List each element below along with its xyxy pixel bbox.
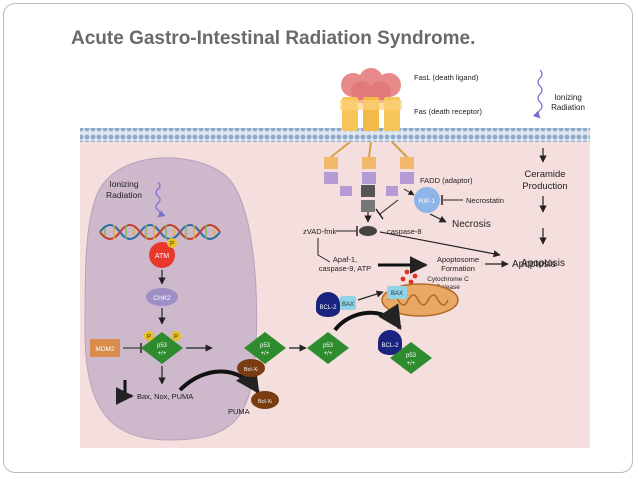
p53-cytoplasm-1-label-1: p53 <box>260 343 271 349</box>
apoptosis-center-label: Apoptosis <box>512 259 556 270</box>
apoptosome-label-2: Formation <box>441 264 475 273</box>
bclxl-lower-label: Bcl-Xₗ <box>258 399 272 405</box>
fas-label: Fas (death receptor) <box>414 107 482 116</box>
mdm2-node <box>90 339 120 357</box>
rip1-node <box>414 187 440 213</box>
p53-nucleus-label-1: p53 <box>157 343 168 349</box>
apoptosome-label-1: Apoptosome <box>437 255 479 264</box>
apoptosis-right-label: Apoptosis <box>521 258 565 269</box>
radiation-wave-right <box>532 69 543 119</box>
fas-receptor <box>340 97 402 131</box>
bcl2-upper <box>316 292 340 317</box>
caspase-8-complex <box>359 185 377 236</box>
fadd-adaptor <box>324 141 414 196</box>
ionizing-left-label-2: Radiation <box>106 190 142 200</box>
ionizing-right-label-1: Ionizing <box>554 93 582 102</box>
p53-cytoplasm-1-label-2: +/+ <box>261 351 270 357</box>
ceramide-label-1: Ceramide <box>524 169 565 180</box>
cell-membrane <box>80 128 590 142</box>
bcl2-lower-label: BCL-2 <box>381 343 399 349</box>
bcl2-lower <box>378 330 402 355</box>
p53-phospho-right-label: P <box>174 335 178 341</box>
p53-cytoplasm-3-label-2: +/+ <box>407 361 416 367</box>
target-genes-label: Bax, Nox, PUMA <box>137 392 193 401</box>
apaf-label-2: caspase-9, ATP <box>319 264 371 273</box>
dna-helix <box>99 224 221 240</box>
apaf-label-1: Apaf-1, <box>333 255 357 264</box>
p53-phospho-right <box>171 331 181 341</box>
necrostatin-label: Necrostatin <box>466 196 504 205</box>
caspase-8-label: caspase-8 <box>387 227 422 236</box>
ionizing-right-label-2: Radiation <box>551 103 585 112</box>
bax-upper <box>340 296 356 310</box>
cytochrome-c-label-1: Cytochrome C <box>427 276 469 283</box>
puma-label: PUMA <box>228 407 250 416</box>
atm-phospho-label: P <box>170 242 174 248</box>
p53-cytoplasm-2-label-2: +/+ <box>324 351 333 357</box>
necrosis-label: Necrosis <box>452 219 491 230</box>
bax-upper-label: BAX <box>342 302 354 308</box>
p53-cytoplasm-2 <box>307 332 349 364</box>
p53-phospho-left-label: P <box>147 335 151 341</box>
p53-cytoplasm-1 <box>244 332 286 364</box>
p53-cytoplasm-2-label-1: p53 <box>323 343 334 349</box>
cytochrome-c-label-2: Release <box>436 284 460 291</box>
mdm2-label: MDM2 <box>95 346 115 353</box>
p53-cytoplasm-3 <box>390 342 432 374</box>
bclxl-upper-label: Bcl-Xₗ <box>244 367 258 373</box>
ceramide-label-2: Production <box>522 181 567 192</box>
fasl-label: FasL (death ligand) <box>414 73 479 82</box>
p53-cytoplasm-3-label-1: p53 <box>406 353 417 359</box>
atm-label: ATM <box>155 253 169 260</box>
slide-title: Acute Gastro-Intestinal Radiation Syndro… <box>71 28 476 49</box>
atm-node <box>149 242 175 268</box>
ionizing-left-label-1: Ionizing <box>109 179 139 189</box>
bclxl-upper <box>237 359 265 377</box>
fadd-label: FADD (adaptor) <box>420 176 473 185</box>
radiation-wave-left <box>155 181 166 218</box>
bax-mito <box>387 286 407 299</box>
bclxl-lower <box>251 391 279 409</box>
p53-phospho-left <box>144 331 154 341</box>
bcl2-upper-label: BCL-2 <box>319 305 337 311</box>
bax-mito-label: BAX <box>391 291 403 297</box>
rip1-label: RIP-1 <box>419 198 436 205</box>
p53-nucleus-label-2: +/+ <box>158 351 167 357</box>
chk2-node <box>146 288 178 306</box>
zvad-label: zVAD-fmk <box>303 227 336 236</box>
atm-phospho <box>167 238 177 248</box>
cytochrome-c-dots <box>400 269 418 285</box>
chk2-label: CHK2 <box>153 295 171 302</box>
